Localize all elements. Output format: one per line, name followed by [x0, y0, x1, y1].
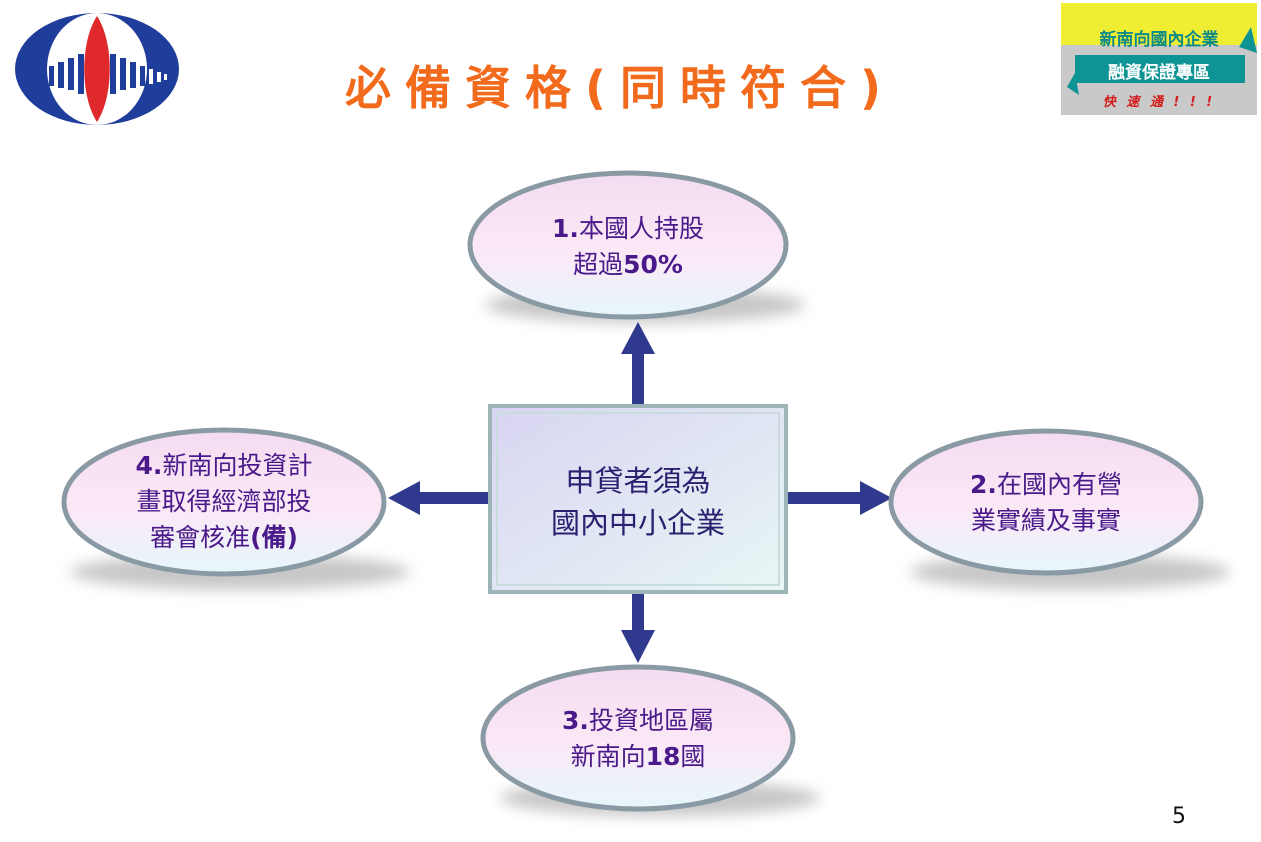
- badge-top-band: [1061, 3, 1257, 45]
- arrow-right-head: [860, 481, 892, 515]
- arrow-left-head: [388, 481, 420, 515]
- node-4-line2: 畫取得經濟部投: [136, 487, 312, 516]
- node-2-line1: 在國內有營: [996, 470, 1122, 499]
- node-4-line3b: (備): [250, 523, 298, 552]
- page-number: 5: [1172, 804, 1186, 829]
- promo-badge[interactable]: 新南向國內企業 融資保證專區 快 速 通 ! ! !: [1061, 3, 1257, 115]
- arrow-right-shaft: [785, 492, 865, 504]
- center-box: [488, 404, 788, 594]
- node-1-line1: 本國人持股: [578, 214, 704, 243]
- node-3-line1: 投資地區屬: [588, 706, 714, 735]
- node-1-line2a: 超過: [573, 250, 624, 279]
- node-3-number: 3.: [562, 706, 589, 735]
- arrow-down-shaft: [632, 590, 644, 632]
- node-1-ellipse: [467, 170, 789, 320]
- node-4-number: 4.: [135, 451, 163, 480]
- badge-teal-band: [1075, 55, 1245, 83]
- node-4-ellipse: [61, 427, 387, 577]
- page-title: 必備資格(同時符合): [344, 61, 896, 115]
- center-line1: 申貸者須為: [565, 464, 711, 498]
- node-2-ellipse: [888, 428, 1204, 576]
- node-3-line2a: 新南向: [570, 742, 646, 771]
- center-line2: 國內中小企業: [550, 506, 725, 540]
- node-2-line2: 業實績及事實: [970, 506, 1121, 535]
- arrow-up-head: [621, 322, 655, 354]
- node-3-line2b: 18: [645, 742, 681, 771]
- badge-line3: 快 速 通 ! ! !: [1102, 95, 1216, 110]
- node-3-ellipse: [480, 664, 796, 812]
- badge-line1: 新南向國內企業: [1099, 30, 1219, 50]
- node-2-number: 2.: [970, 470, 997, 499]
- node-1-number: 1.: [552, 214, 579, 243]
- node-1-text: 1.本國人持股 超過50%: [470, 211, 786, 283]
- node-2-text: 2.在國內有營 業實績及事實: [891, 467, 1201, 539]
- arrow-up-shaft: [632, 350, 644, 410]
- center-text: 申貸者須為 國內中小企業: [490, 460, 786, 544]
- center-box-inner-border: [496, 412, 780, 586]
- badge-line2: 融資保證專區: [1108, 63, 1210, 83]
- organization-logo-icon: [15, 13, 179, 125]
- node-4-text: 4.新南向投資計 畫取得經濟部投 審會核准(備): [64, 448, 384, 556]
- node-1-line2b: 50%: [623, 250, 683, 279]
- node-3-line2c: 國: [680, 742, 706, 771]
- arrow-left-shaft: [410, 492, 492, 504]
- node-3-text: 3.投資地區屬 新南向18國: [483, 703, 793, 775]
- node-4-line1: 新南向投資計: [162, 451, 313, 480]
- node-4-line3a: 審會核准: [150, 523, 251, 552]
- arrow-down-head: [621, 630, 655, 663]
